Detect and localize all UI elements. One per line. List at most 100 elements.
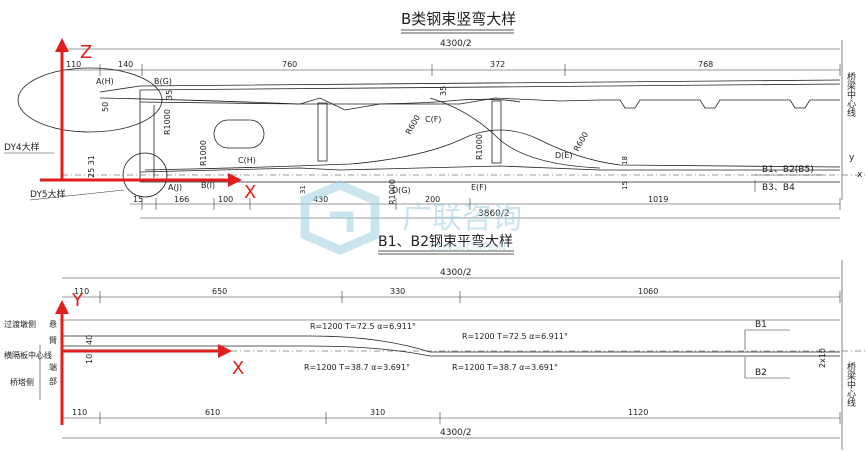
watermark-sub: CONSULTATION: [430, 242, 506, 253]
bdim-1019: 1019: [648, 195, 668, 204]
y-axis-arrow: [55, 300, 69, 314]
label-centerline-bottom: 桥梁中心线: [845, 361, 856, 407]
bottom-dim-ticks: [141, 198, 841, 210]
dim-760: 760: [282, 60, 297, 69]
left-dim-10: 10: [85, 354, 94, 364]
b-bottom-dim-110: 110: [72, 408, 87, 417]
b-bottom-dim-610: 610: [205, 408, 220, 417]
girder-top-line-2: [139, 83, 841, 91]
dim-140: 140: [118, 60, 133, 69]
top-title: B类钢束竖弯大样: [401, 10, 516, 28]
bdim-430: 430: [313, 195, 328, 204]
tendon-curve-main: [144, 129, 841, 171]
b-bottom-dim-1120: 1120: [628, 408, 648, 417]
b-top-dim-330: 330: [390, 287, 405, 296]
dim-50: 50: [101, 102, 110, 112]
label-b-g: B(G): [154, 77, 172, 86]
curve-text-2: R=1200 T=72.5 α=6.911°: [462, 332, 568, 341]
watermark-logo-icon: [300, 180, 380, 255]
z-axis-arrow: [55, 38, 69, 52]
b-top-ticks: [99, 291, 841, 303]
b-bottom-dim-310: 310: [370, 408, 385, 417]
dy4-label: DY4大样: [4, 141, 40, 153]
label-e-f: E(F): [471, 183, 487, 192]
radius-4: R1000: [475, 134, 484, 160]
label-c-h: C(H): [238, 156, 256, 165]
radius-6: R600: [572, 130, 590, 153]
curve-text-4: R=1200 T=38.7 α=3.691°: [452, 363, 558, 372]
label-pylon: 桥塔侧: [10, 377, 34, 387]
side-2: 臂: [49, 335, 57, 345]
bdim-15: 15: [133, 195, 143, 204]
seg-ticks: [99, 64, 841, 76]
plan-tendon-b2: [62, 345, 840, 357]
bottom-title: B1、B2钢束平弯大样: [378, 233, 513, 250]
dim-372: 372: [490, 60, 505, 69]
b-bottom-ticks: [99, 412, 841, 424]
side-1: 悬: [49, 320, 57, 329]
x-axis-top-label: X: [244, 182, 256, 203]
radius-5: R600: [404, 113, 422, 136]
label-c-f: C(F): [425, 115, 441, 124]
label-x: x: [857, 170, 863, 180]
label-a-j: A(J): [168, 183, 182, 192]
curve-text-1: R=1200 T=72.5 α=6.911°: [310, 322, 416, 331]
dim-768: 768: [698, 60, 713, 69]
side-4: 部: [49, 376, 57, 386]
radius-1: R1000: [163, 109, 172, 135]
girder-soffit: [139, 97, 840, 111]
dim-2531: 25 31: [87, 155, 96, 178]
left-dim-40: 40: [85, 335, 94, 345]
label-a-h: A(H): [96, 77, 114, 86]
b-top-dim-110: 110: [74, 287, 89, 296]
tendon-curve-2: [429, 97, 601, 169]
label-d-g: D(G): [392, 186, 411, 195]
side-3: 端: [49, 362, 57, 372]
label-y: y: [849, 153, 855, 163]
bdim-166: 166: [174, 195, 189, 204]
radius-2: R1000: [199, 140, 208, 166]
watermark-text: 广联咨询: [402, 201, 522, 236]
label-anchor-centerline: 横隔板中心线: [4, 350, 52, 360]
bottom-slab: [139, 165, 840, 173]
bottom-total: 3860/2: [478, 209, 510, 219]
y-axis-label: Y: [71, 290, 84, 311]
label-b2: B2: [755, 368, 767, 378]
bdim-200: 200: [425, 195, 440, 204]
b-total-bottom: 4300/2: [440, 428, 472, 438]
girder-top-line: [99, 79, 841, 93]
radius-3: R1000: [388, 179, 397, 205]
dy5-callout-circle: [122, 152, 168, 198]
bdim-100: 100: [218, 195, 233, 204]
dim-31: 31: [299, 185, 307, 194]
total-dim: 4300/2: [440, 39, 472, 49]
dim-15: 15: [621, 181, 629, 190]
label-d-e: D(E): [555, 151, 572, 160]
dim-35a: 35: [165, 90, 174, 100]
b-total-top: 4300/2: [440, 268, 472, 278]
tendon-upper: [99, 97, 521, 105]
label-b1-b2: B1、B2(B5): [762, 165, 814, 175]
dy5-leader: [29, 189, 125, 201]
z-axis-label: Z: [80, 42, 92, 63]
b-top-dim-1060: 1060: [638, 287, 658, 296]
dim-18: 18: [621, 156, 629, 165]
plan-tendon-b1: [62, 335, 840, 353]
x-axis-top-arrow: [228, 173, 242, 187]
dim-2x10: 2x10: [818, 348, 827, 368]
curve-text-3: R=1200 T=38.7 α=3.691°: [304, 363, 410, 372]
label-b-i: B(I): [201, 181, 215, 190]
x-axis-bottom-arrow: [218, 344, 232, 358]
dim-110: 110: [66, 60, 81, 69]
diaphragm-1: [317, 102, 328, 162]
dy4-callout-ellipse: [17, 67, 163, 133]
x-axis-bottom-label: X: [232, 358, 244, 379]
b-top-dim-650: 650: [212, 287, 227, 296]
diaphragm-2: [491, 100, 502, 164]
label-b1: B1: [755, 320, 767, 330]
label-centerline-top: 桥梁中心线: [845, 71, 856, 117]
manhole: [213, 119, 265, 149]
label-transition: 过渡墩侧: [4, 319, 36, 329]
dim-35b: 35: [439, 86, 448, 96]
